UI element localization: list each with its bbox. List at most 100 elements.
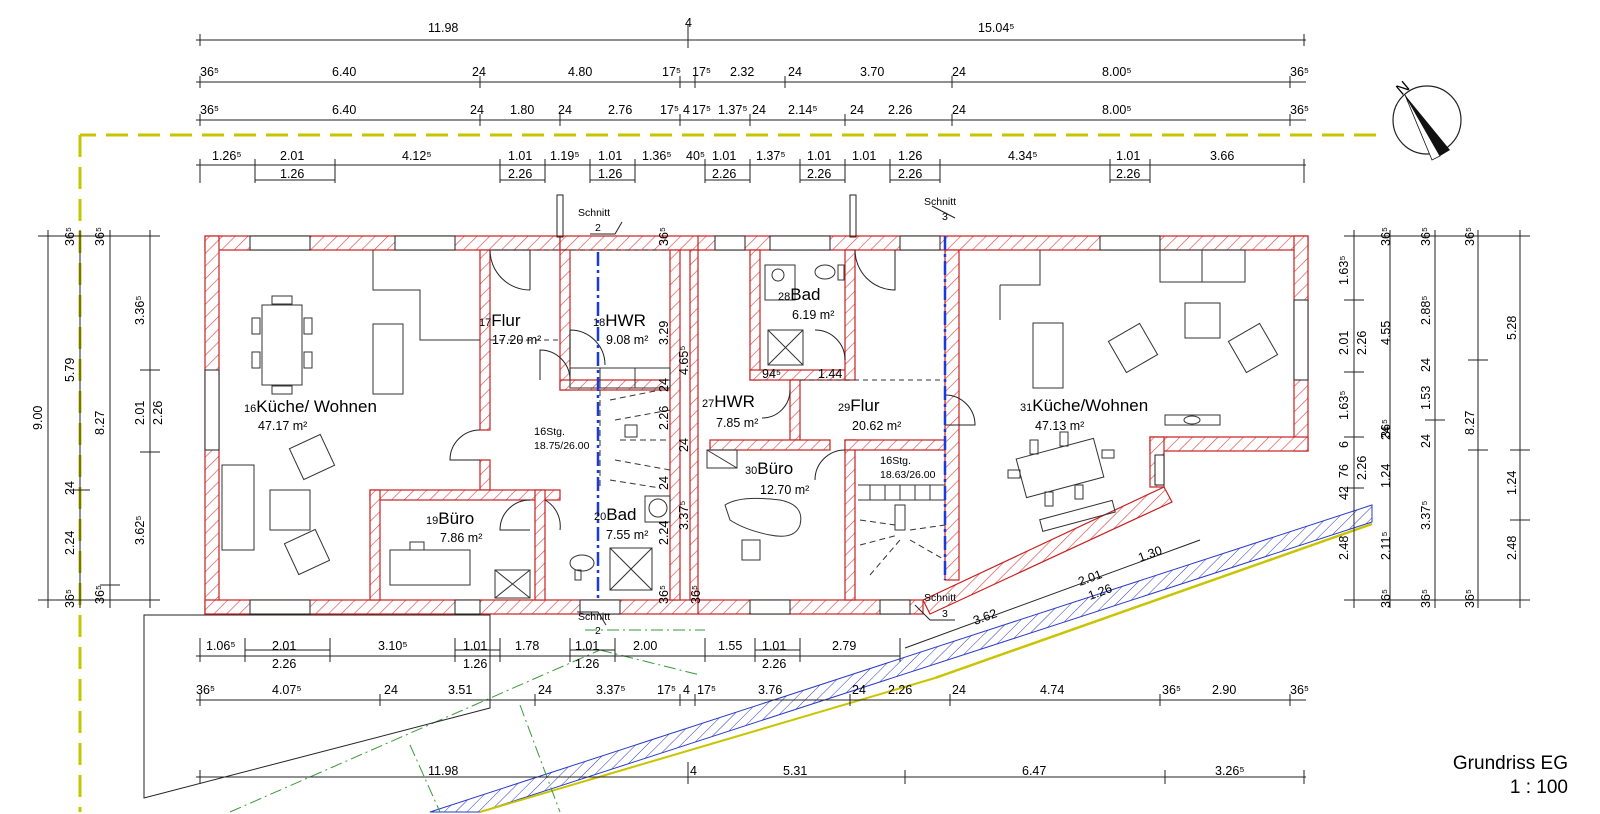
dim-text: 36⁵ (200, 103, 219, 117)
svg-text:18HWR: 18HWR (593, 311, 646, 330)
dim-text: 2.26 (508, 167, 532, 181)
dim-text: 2.14⁵ (788, 103, 818, 117)
dim-text: 4.12⁵ (402, 149, 432, 163)
room-area: 7.55 m² (606, 528, 648, 542)
dim-text: 36⁵ (196, 683, 215, 697)
room-number: 30 (745, 465, 757, 477)
dim-text: 1.01 (575, 639, 599, 653)
dim-text: 4 (683, 103, 690, 117)
dim-text: 2.26 (272, 657, 296, 671)
dim-text: 24 (1419, 434, 1433, 448)
svg-text:20Bad: 20Bad (594, 505, 637, 524)
stair-value: 18.75/26.00 (534, 440, 590, 452)
dim-text: 4.07⁵ (272, 683, 302, 697)
dim-text: 2.01 (280, 149, 304, 163)
dim-text: 1.06⁵ (206, 639, 236, 653)
drawing-scale: 1 : 100 (1509, 777, 1568, 798)
stair-right (858, 484, 946, 576)
room-19: 19Büro 7.86 m² (426, 509, 482, 545)
dim-text: 8.27 (93, 411, 107, 435)
room-name: Büro (757, 459, 793, 478)
room-number: 27 (702, 398, 714, 410)
dim-text: 6 (1337, 441, 1351, 448)
dim-text: 1.26 (575, 657, 599, 671)
dim-text: 24 (852, 683, 866, 697)
dim-text: 2.76 (608, 103, 632, 117)
window-frames (556, 194, 857, 238)
title-block: Grundriss EG 1 : 100 (1453, 752, 1568, 800)
dim-text: 24 (538, 683, 552, 697)
dim-text: 24 (788, 65, 802, 79)
dim-text: 36⁵ (657, 585, 671, 604)
dim-text: 3.62 (971, 606, 999, 627)
dim-text: 2.26 (762, 657, 786, 671)
dim-text: 5.31 (783, 764, 807, 778)
dim-text: 6.40 (332, 103, 356, 117)
furniture-left (221, 250, 671, 599)
room-17: 17Flur 17.20 m² (479, 311, 541, 347)
dim-text: 11.98 (428, 764, 458, 778)
dim-text: 17⁵ (697, 683, 716, 697)
room-area: 47.17 m² (258, 419, 307, 433)
dim-text: 2.26 (712, 167, 736, 181)
dim-text: 6.40 (332, 65, 356, 79)
dim-text: 2.26 (151, 401, 165, 425)
furniture-right (706, 249, 1279, 561)
dim-text: 2.90 (1212, 683, 1236, 697)
room-name: Flur (491, 311, 521, 330)
dim-text: 4.80 (568, 65, 592, 79)
dim-text: 36⁵ (1379, 589, 1393, 608)
dim-text: 1.55 (718, 639, 742, 653)
dim-text: 2.26 (1355, 331, 1369, 355)
stair-number: 16 (880, 455, 892, 467)
svg-text:28Bad: 28Bad (778, 285, 821, 304)
dim-text: 3.51 (448, 683, 472, 697)
dim-text: 1.24 (1505, 471, 1519, 495)
room-name: Bad (790, 285, 820, 304)
section-marker-2-bottom: Schnitt 2 (577, 611, 610, 637)
dim-text: 3.70 (860, 65, 884, 79)
wall-slanted (922, 486, 1173, 615)
dim-text: 24 (472, 65, 486, 79)
dim-text: 24 (1419, 358, 1433, 372)
dim-text: 1.24 (1379, 464, 1393, 488)
dim-text: 1.26 (898, 149, 922, 163)
room-area: 7.86 m² (440, 531, 482, 545)
dim-text: 24 (384, 683, 398, 697)
dim-text: 6.47 (1022, 764, 1046, 778)
dim-text: 2.79 (832, 639, 856, 653)
dim-text: 24 (850, 103, 864, 117)
dim-text: 17⁵ (657, 683, 676, 697)
stair-label-1: 16Stg. 18.75/26.00 (534, 426, 590, 452)
room-18: 18HWR 9.08 m² (593, 311, 648, 347)
dim-text: 1.80 (510, 103, 534, 117)
room-area: 12.70 m² (760, 483, 809, 497)
section-label: Schnitt (578, 611, 610, 623)
dim-text: 1.36⁵ (642, 149, 672, 163)
room-number: 20 (594, 511, 606, 523)
dim-text: 1.44 (818, 367, 842, 381)
outdoor-area-outline (143, 614, 491, 799)
dim-text: 17⁵ (662, 65, 681, 79)
dim-text: 3.66 (1210, 149, 1234, 163)
room-29: 29Flur 20.62 m² (838, 396, 901, 433)
room-16: 16Küche/ Wohnen 47.17 m² (244, 397, 377, 433)
section-label: Schnitt (578, 207, 610, 219)
dim-text: 1.26⁵ (212, 149, 242, 163)
dimension-lines (38, 24, 1530, 784)
dim-text: 24 (677, 438, 691, 452)
compass-letter: N (1393, 78, 1413, 98)
dim-text: 8.00⁵ (1102, 65, 1132, 79)
dim-text: 17⁵ (692, 65, 711, 79)
section-marker-3-bottom: Schnitt 3 (914, 592, 956, 621)
dims-bottom: 1.06⁵ 2.01 3.10⁵ 1.01 1.78 1.01 2.00 1.5… (196, 543, 1309, 778)
dim-text: 8.27 (1463, 411, 1477, 435)
dim-text: 2.32 (730, 65, 754, 79)
dim-text: 1.63⁵ (1337, 390, 1351, 420)
stair-number: 16 (534, 426, 546, 438)
svg-text:27HWR: 27HWR (702, 392, 755, 411)
dim-text: 24 (558, 103, 572, 117)
dim-text: 36⁵ (1290, 683, 1309, 697)
room-28: 28Bad 6.19 m² (778, 285, 834, 322)
dim-text: 2.26 (657, 406, 671, 430)
